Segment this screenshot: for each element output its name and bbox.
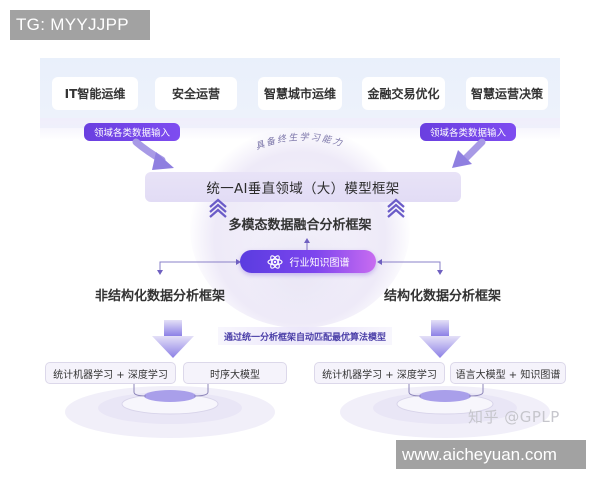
unified-framework-bar: 统一AI垂直领域（大）模型框架 bbox=[145, 172, 461, 202]
structured-framework-label: 结构化数据分析框架 bbox=[384, 289, 502, 304]
domain-smart-decision: 智慧运营决策 bbox=[466, 77, 548, 110]
unstructured-framework-label: 非结构化数据分析框架 bbox=[95, 289, 226, 304]
lifelong-learning-arc: 具备终生学习能力 bbox=[254, 132, 345, 153]
auto-match-caption: 通过统一分析框架自动匹配最优算法模型 bbox=[218, 327, 392, 345]
domain-finance: 金融交易优化 bbox=[362, 77, 445, 110]
watermark-tg: TG: MYYJJPP bbox=[10, 10, 150, 40]
domain-smart-city: 智慧城市运维 bbox=[258, 77, 342, 110]
fusion-framework-label: 多模态数据融合分析框架 bbox=[228, 218, 372, 233]
pedestal-right bbox=[340, 384, 550, 438]
svg-text:具备终生学习能力: 具备终生学习能力 bbox=[254, 132, 345, 153]
model-box-ml-dl-left: 统计机器学习 + 深度学习 bbox=[45, 362, 176, 384]
watermark-site: www.aicheyuan.com bbox=[396, 440, 586, 469]
kg-connectors bbox=[157, 238, 443, 275]
domain-it-ops: IT智能运维 bbox=[52, 77, 138, 110]
model-box-timeseries: 时序大模型 bbox=[183, 362, 287, 384]
domain-security-ops: 安全运营 bbox=[155, 77, 237, 110]
down-arrow-left-icon bbox=[152, 320, 194, 358]
model-box-llm-kg: 语言大模型 + 知识图谱 bbox=[450, 362, 566, 384]
pedestal-left bbox=[65, 384, 275, 438]
knowledge-graph-label: 行业知识图谱 bbox=[289, 258, 350, 269]
data-input-left: 领域各类数据输入 bbox=[84, 123, 180, 141]
atom-icon bbox=[266, 254, 283, 269]
input-arrow-left-icon bbox=[132, 138, 174, 170]
watermark-zhihu: 知乎 @GPLP bbox=[468, 408, 560, 426]
chevron-up-left-icon bbox=[209, 198, 227, 218]
down-arrow-right-icon bbox=[419, 320, 461, 358]
knowledge-graph-pill: 行业知识图谱 bbox=[240, 250, 376, 273]
data-input-right: 领域各类数据输入 bbox=[420, 123, 516, 141]
model-box-ml-dl-right: 统计机器学习 + 深度学习 bbox=[314, 362, 445, 384]
chevron-up-right-icon bbox=[387, 198, 405, 218]
input-arrow-right-icon bbox=[452, 138, 486, 168]
